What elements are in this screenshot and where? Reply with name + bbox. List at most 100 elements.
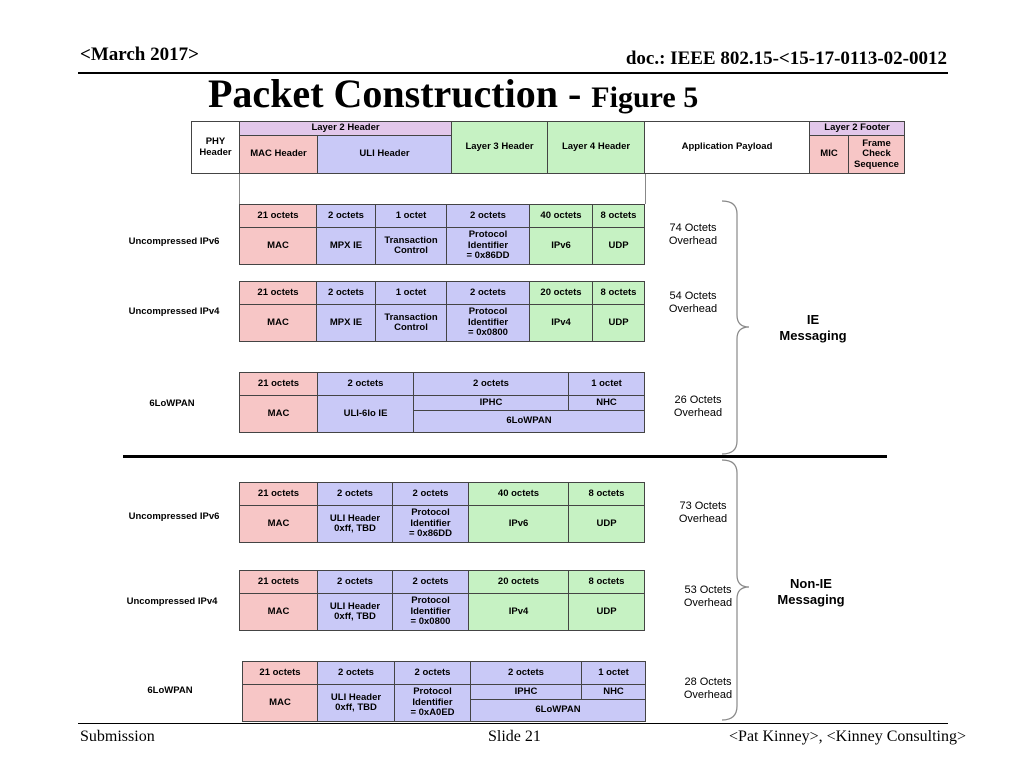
title-main: Packet Construction - <box>208 71 592 116</box>
field-cell: 6LoWPAN <box>413 410 645 433</box>
row-label: 6LoWPAN <box>149 398 195 409</box>
phy-header: PHY Header <box>191 121 240 174</box>
slide-number: Slide 21 <box>488 728 541 745</box>
field-cell: Protocol Identifier = 0x86DD <box>392 505 469 543</box>
field-cell: MPX IE <box>316 304 376 342</box>
size-cell: 2 octets <box>446 204 530 228</box>
field-cell: IPv4 <box>529 304 593 342</box>
field-cell: UDP <box>592 304 645 342</box>
size-cell: 40 octets <box>529 204 593 228</box>
size-cell: 2 octets <box>317 372 414 396</box>
overhead-text: 73 Octets Overhead <box>678 500 728 526</box>
section-divider <box>123 455 887 458</box>
ie-brace-icon <box>721 200 750 455</box>
field-cell: 6LoWPAN <box>470 699 646 722</box>
title-sub: Figure 5 <box>591 81 699 114</box>
header-rule <box>78 72 948 74</box>
layer3-header: Layer 3 Header <box>451 121 548 174</box>
uli-header: ULI Header <box>317 135 452 174</box>
overhead-text: 53 Octets Overhead <box>683 584 733 610</box>
field-cell: NHC <box>568 395 645 411</box>
layer2-header: Layer 2 Header <box>239 121 452 136</box>
field-cell: MAC <box>239 505 318 543</box>
overhead-text: 54 Octets Overhead <box>668 290 718 316</box>
field-cell: MPX IE <box>316 227 376 265</box>
size-cell: 2 octets <box>394 661 471 685</box>
field-cell: MAC <box>239 304 317 342</box>
slide-date: <March 2017> <box>80 44 199 65</box>
mic: MIC <box>809 135 849 174</box>
non-ie-brace-icon <box>721 459 750 721</box>
field-cell: NHC <box>581 684 646 700</box>
row-label: Uncompressed IPv6 <box>128 511 220 522</box>
row-label: 6LoWPAN <box>147 685 193 696</box>
size-cell: 8 octets <box>592 204 645 228</box>
field-cell: ULI Header 0xff, TBD <box>317 593 393 631</box>
size-cell: 8 octets <box>568 482 645 506</box>
size-cell: 1 octet <box>375 204 447 228</box>
field-cell: IPHC <box>413 395 569 411</box>
field-cell: MAC <box>239 593 318 631</box>
footer-author: <Pat Kinney>, <Kinney Consulting> <box>729 728 966 745</box>
size-cell: 2 octets <box>446 281 530 305</box>
layer2-footer: Layer 2 Footer <box>809 121 905 136</box>
size-cell: 20 octets <box>468 570 569 594</box>
size-cell: 1 octet <box>568 372 645 396</box>
size-cell: 2 octets <box>392 482 469 506</box>
row-label: Uncompressed IPv4 <box>128 306 220 317</box>
field-cell: Protocol Identifier = 0x86DD <box>446 227 530 265</box>
field-cell: MAC <box>239 227 317 265</box>
field-cell: IPv6 <box>529 227 593 265</box>
field-cell: UDP <box>568 505 645 543</box>
page-title: Packet Construction - Figure 5 <box>208 70 698 117</box>
field-cell: UDP <box>568 593 645 631</box>
field-cell: IPv6 <box>468 505 569 543</box>
footer-rule <box>78 723 948 724</box>
size-cell: 2 octets <box>316 281 376 305</box>
field-cell: Protocol Identifier = 0x0800 <box>446 304 530 342</box>
size-cell: 21 octets <box>239 204 317 228</box>
size-cell: 21 octets <box>239 482 318 506</box>
size-cell: 8 octets <box>568 570 645 594</box>
size-cell: 2 octets <box>317 570 393 594</box>
size-cell: 21 octets <box>242 661 318 685</box>
size-cell: 21 octets <box>239 281 317 305</box>
row-label: Uncompressed IPv4 <box>126 596 218 607</box>
size-cell: 2 octets <box>316 204 376 228</box>
non-ie-messaging-label: Non-IE Messaging <box>777 576 845 608</box>
field-cell: Transaction Control <box>375 304 447 342</box>
row-label: Uncompressed IPv6 <box>128 236 220 247</box>
field-cell: ULI Header 0xff, TBD <box>317 684 395 722</box>
field-cell: IPHC <box>470 684 582 700</box>
footer-submission: Submission <box>80 728 155 745</box>
size-cell: 1 octet <box>375 281 447 305</box>
size-cell: 8 octets <box>592 281 645 305</box>
size-cell: 20 octets <box>529 281 593 305</box>
field-cell: MAC <box>239 395 318 433</box>
connector-right <box>645 174 646 204</box>
application-payload: Application Payload <box>644 121 810 174</box>
field-cell: Transaction Control <box>375 227 447 265</box>
size-cell: 2 octets <box>392 570 469 594</box>
field-cell: ULI-6lo IE <box>317 395 414 433</box>
mac-header: MAC Header <box>239 135 318 174</box>
size-cell: 1 octet <box>581 661 646 685</box>
connector-left <box>239 174 240 204</box>
overhead-text: 74 Octets Overhead <box>668 222 718 248</box>
field-cell: UDP <box>592 227 645 265</box>
size-cell: 2 octets <box>317 482 393 506</box>
overhead-text: 28 Octets Overhead <box>683 676 733 702</box>
size-cell: 40 octets <box>468 482 569 506</box>
size-cell: 21 octets <box>239 570 318 594</box>
doc-number: doc.: IEEE 802.15-<15-17-0113-02-0012 <box>625 48 947 69</box>
layer4-header: Layer 4 Header <box>547 121 645 174</box>
ie-messaging-label: IE Messaging <box>779 312 847 344</box>
field-cell: MAC <box>242 684 318 722</box>
frame-check-sequence: Frame Check Sequence <box>848 135 905 174</box>
size-cell: 2 octets <box>413 372 569 396</box>
size-cell: 21 octets <box>239 372 318 396</box>
field-cell: Protocol Identifier = 0x0800 <box>392 593 469 631</box>
size-cell: 2 octets <box>470 661 582 685</box>
field-cell: IPv4 <box>468 593 569 631</box>
size-cell: 2 octets <box>317 661 395 685</box>
